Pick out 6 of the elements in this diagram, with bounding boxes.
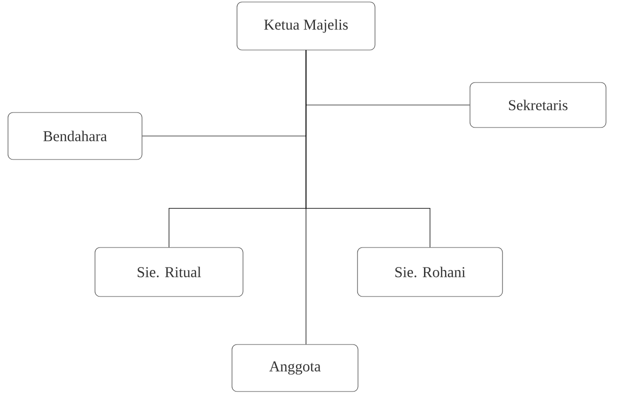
org-box: Anggota: [232, 344, 358, 392]
org-box: Sie. Ritual: [94, 247, 244, 297]
org-box: Sie. Rohani: [357, 247, 503, 297]
org-box: Ketua Majelis: [236, 2, 376, 50]
org-box: Bendahara: [8, 112, 142, 160]
org-box: Sekretaris: [470, 82, 606, 128]
